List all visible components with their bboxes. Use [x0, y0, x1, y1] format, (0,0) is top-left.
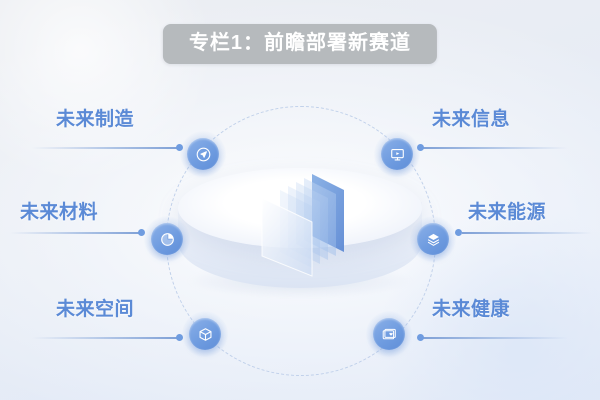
cube-3d-icon [197, 326, 214, 343]
connector-future-information [420, 147, 568, 149]
node-future-materials[interactable] [151, 223, 183, 255]
connector-dot-future-materials [138, 229, 145, 236]
layers-stack-icon [425, 231, 442, 248]
pie-chart-icon [159, 231, 176, 248]
label-future-information: 未来信息 [432, 109, 511, 130]
connector-future-manufacturing [32, 147, 180, 149]
stacked-glass-panels-illustration [240, 160, 370, 288]
label-future-health: 未来健康 [432, 299, 511, 320]
label-future-space: 未来空间 [56, 299, 135, 320]
node-future-information[interactable] [381, 138, 413, 170]
connector-dot-future-space [176, 334, 183, 341]
node-future-space[interactable] [189, 318, 221, 350]
label-future-manufacturing: 未来制造 [56, 109, 135, 130]
monitor-play-icon [389, 146, 406, 163]
connector-dot-future-information [417, 144, 424, 151]
page-title: 专栏1：前瞻部署新赛道 [162, 24, 438, 64]
connector-dot-future-health [417, 334, 424, 341]
label-future-energy: 未来能源 [468, 202, 547, 223]
node-future-manufacturing[interactable] [187, 138, 219, 170]
connector-future-energy [462, 232, 592, 234]
node-future-health[interactable] [373, 318, 405, 350]
connector-dot-future-energy [455, 229, 462, 236]
connector-future-space [32, 337, 180, 339]
node-future-energy[interactable] [417, 223, 449, 255]
label-future-materials: 未来材料 [20, 202, 99, 223]
heart-cards-icon [381, 326, 398, 343]
connector-future-health [420, 337, 568, 339]
connector-dot-future-manufacturing [176, 144, 183, 151]
paper-plane-circle-icon [195, 146, 212, 163]
connector-future-materials [10, 232, 142, 234]
